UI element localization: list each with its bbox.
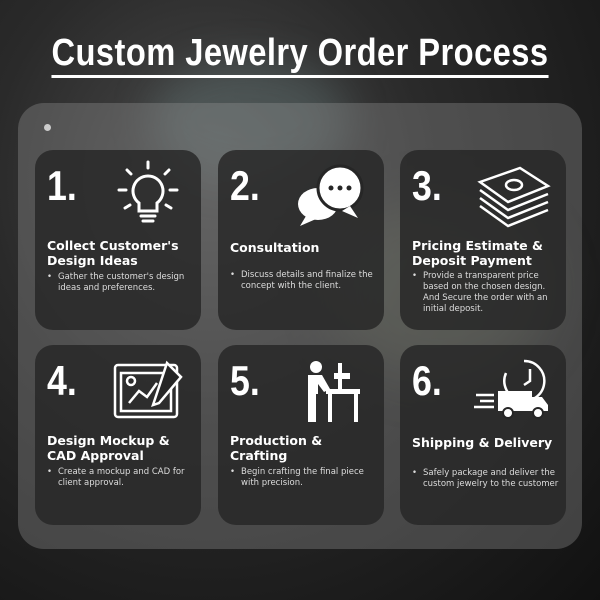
step-number: 6. <box>412 357 442 404</box>
step-heading: Production & Crafting <box>230 433 323 463</box>
step-number: 5. <box>230 357 260 404</box>
step-card-6: 6. Shipping & Delivery Safely package an… <box>400 345 566 525</box>
panel-dot <box>44 124 51 131</box>
step-number: 1. <box>47 162 77 209</box>
step-card-5: 5. Production & Crafting Begin crafting … <box>218 345 384 525</box>
step-heading: Pricing Estimate & Deposit Payment <box>412 238 543 268</box>
step-card-3: 3. Pricing Estimate & Deposit Payment Pr… <box>400 150 566 330</box>
chat-bubbles-icon <box>298 164 364 226</box>
step-number: 3. <box>412 162 442 209</box>
money-stack-icon <box>477 166 551 228</box>
step-card-2: 2. Consultation Discuss details and fina… <box>218 150 384 330</box>
step-heading: Consultation <box>230 240 320 255</box>
title-text: Custom Jewelry Order Process <box>51 32 549 78</box>
step-heading: Collect Customer's Design Ideas <box>47 238 179 268</box>
step-description: Create a mockup and CAD for client appro… <box>47 467 195 489</box>
step-number: 4. <box>47 357 77 404</box>
step-description: Discuss details and finalize the concept… <box>230 270 378 292</box>
step-heading: Shipping & Delivery <box>412 435 553 450</box>
step-card-1: 1. Collect Customer's Design Ideas Gathe… <box>35 150 201 330</box>
step-heading: Design Mockup & CAD Approval <box>47 433 170 463</box>
design-tablet-icon <box>113 360 183 419</box>
craftsman-workbench-icon <box>308 361 360 422</box>
delivery-truck-icon <box>474 359 548 419</box>
step-description: Begin crafting the final piece with prec… <box>230 467 378 489</box>
step-card-4: 4. Design Mockup & CAD Approval Create a… <box>35 345 201 525</box>
page-title: Custom Jewelry Order Process <box>42 32 558 78</box>
step-number: 2. <box>230 162 260 209</box>
step-description: Provide a transparent price based on the… <box>412 271 560 315</box>
step-description: Safely package and deliver the custom je… <box>412 468 560 490</box>
step-description: Gather the customer's design ideas and p… <box>47 272 195 294</box>
lightbulb-icon <box>117 160 179 223</box>
